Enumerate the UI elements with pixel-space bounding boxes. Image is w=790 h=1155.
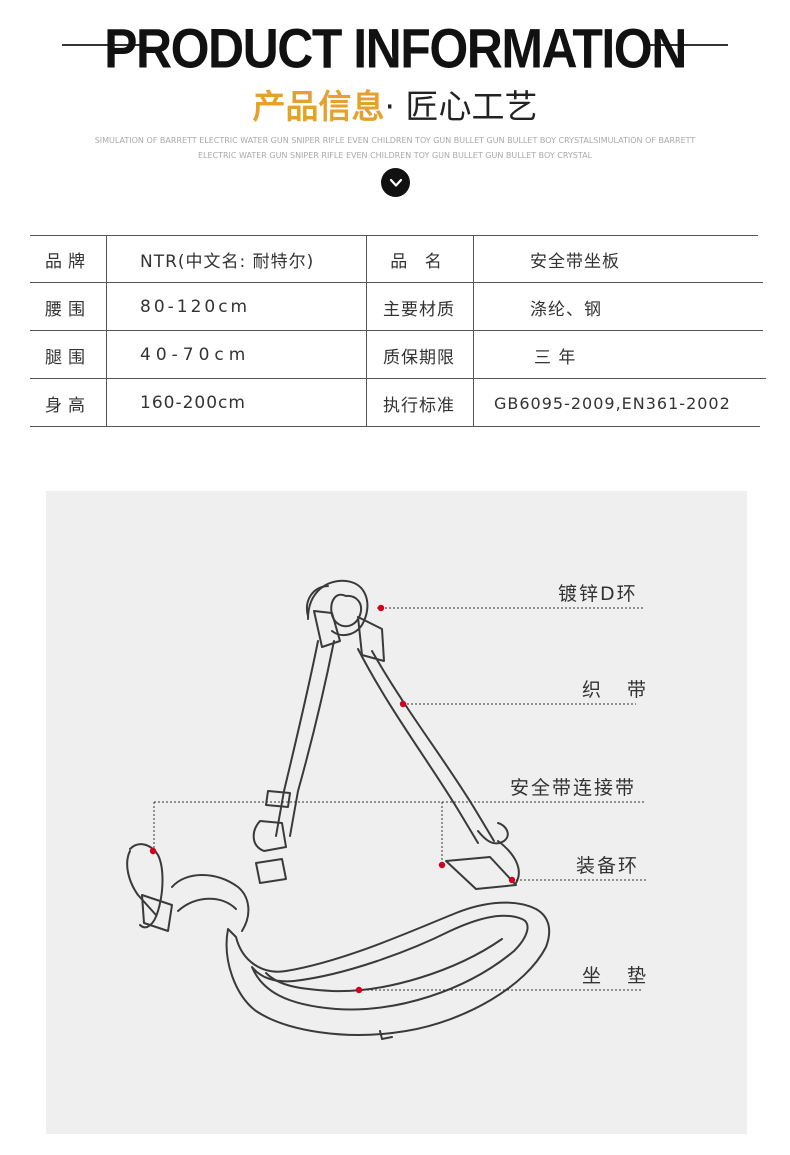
callout-d-ring: 镀锌D环 bbox=[558, 583, 638, 605]
scroll-down-button[interactable] bbox=[381, 168, 410, 197]
spec-label: 品牌 bbox=[45, 251, 91, 272]
table-rule bbox=[30, 235, 758, 236]
table-row: 腿围 40-70cm 质保期限 三 年 bbox=[30, 331, 765, 379]
table-divider bbox=[366, 235, 367, 427]
spec-label: 腿围 bbox=[45, 347, 91, 368]
table-divider bbox=[473, 235, 474, 427]
table-rule bbox=[30, 426, 760, 427]
callout-webbing: 织 带 bbox=[582, 679, 657, 701]
marker-dot bbox=[399, 700, 407, 708]
product-diagram: 镀锌D环 织 带 安全带连接带 装备环 坐 垫 bbox=[46, 491, 747, 1134]
callout-gear-loop: 装备环 bbox=[576, 855, 640, 877]
callout-connector: 安全带连接带 bbox=[510, 777, 637, 799]
spec-label: 品 名 bbox=[390, 251, 448, 272]
table-rule bbox=[30, 378, 766, 379]
spec-label: 主要材质 bbox=[383, 299, 455, 320]
table-rule bbox=[30, 330, 763, 331]
callout-seat-pad: 坐 垫 bbox=[582, 965, 657, 987]
table-divider bbox=[106, 235, 107, 427]
title-rule-right bbox=[646, 44, 728, 46]
spec-label: 质保期限 bbox=[383, 347, 455, 368]
marker-dot bbox=[377, 604, 385, 612]
marker-dot bbox=[508, 876, 516, 884]
spec-value: 40-70cm bbox=[140, 345, 251, 365]
spec-label: 执行标准 bbox=[383, 395, 455, 416]
spec-value: 80-120cm bbox=[140, 297, 251, 317]
spec-label: 身高 bbox=[45, 395, 91, 416]
spec-value: NTR(中文名: 耐特尔) bbox=[140, 251, 315, 272]
subtitle-rest: · 匠心工艺 bbox=[384, 87, 538, 126]
spec-value: GB6095-2009,EN361-2002 bbox=[494, 393, 731, 413]
spec-value: 安全带坐板 bbox=[530, 251, 620, 272]
tagline-text: SIMULATION OF BARRETT ELECTRIC WATER GUN… bbox=[94, 136, 696, 160]
page-title: PRODUCT INFORMATION bbox=[104, 17, 687, 80]
table-row: 腰围 80-120cm 主要材质 涤纶、钢 bbox=[30, 283, 765, 331]
spec-label: 腰围 bbox=[45, 299, 91, 320]
spec-value: 160-200cm bbox=[140, 393, 246, 413]
callout-leaders bbox=[149, 604, 646, 994]
title-rule-left bbox=[62, 44, 146, 46]
table-rule bbox=[30, 282, 763, 283]
marker-dot bbox=[438, 861, 446, 869]
subtitle-accent: 产品信息 bbox=[252, 87, 385, 126]
spec-value: 涤纶、钢 bbox=[530, 299, 602, 320]
marker-dot bbox=[355, 986, 363, 994]
chevron-down-icon bbox=[389, 178, 402, 187]
table-row: 身高 160-200cm 执行标准 GB6095-2009,EN361-2002 bbox=[30, 379, 765, 427]
table-row: 品牌 NTR(中文名: 耐特尔) 品 名 安全带坐板 bbox=[30, 235, 765, 283]
page-subtitle: 产品信息· 匠心工艺 bbox=[0, 80, 790, 128]
marker-dot bbox=[149, 847, 157, 855]
spec-value: 三 年 bbox=[534, 347, 577, 368]
